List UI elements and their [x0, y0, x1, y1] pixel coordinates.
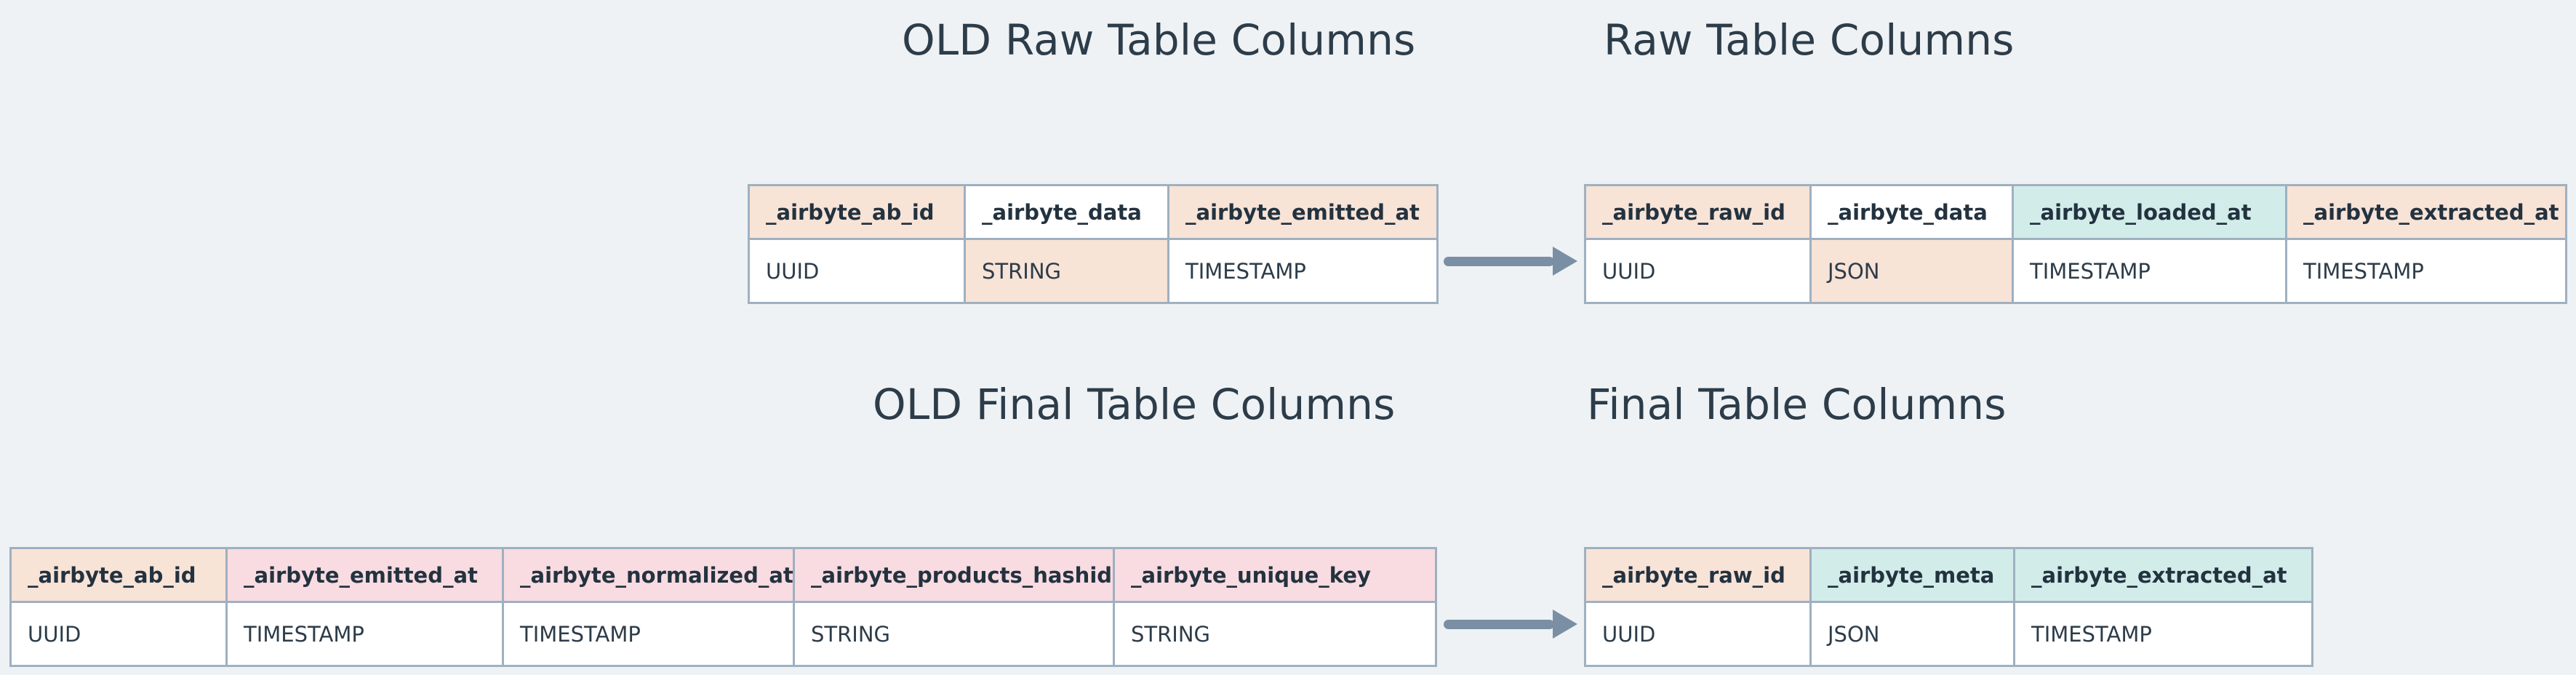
column-header: _airbyte_unique_key	[1113, 547, 1437, 603]
column-header: _airbyte_data	[1809, 184, 2014, 240]
column-header: _airbyte_data	[964, 184, 1169, 240]
column-header: _airbyte_ab_id	[9, 547, 228, 603]
arrow-head	[1553, 610, 1577, 639]
column-type-cell: STRING	[1113, 601, 1437, 667]
arrow-right-icon-final	[1444, 610, 1578, 639]
section-title-old-raw: OLD Raw Table Columns	[902, 15, 1416, 65]
column-type-cell: UUID	[1584, 238, 1812, 304]
column-type-cell: UUID	[1584, 601, 1812, 667]
table-header-row: _airbyte_ab_id_airbyte_data_airbyte_emit…	[748, 184, 1439, 240]
column-type-cell: STRING	[964, 238, 1169, 304]
column-type-cell: JSON	[1809, 238, 2014, 304]
table-new-final-columns: _airbyte_raw_id_airbyte_meta_airbyte_ext…	[1584, 547, 2313, 667]
column-type-cell: TIMESTAMP	[225, 601, 504, 667]
arrow-shaft	[1444, 620, 1554, 629]
arrow-head	[1553, 247, 1577, 276]
section-title-new-raw: Raw Table Columns	[1604, 15, 2015, 65]
column-type-cell: STRING	[793, 601, 1115, 667]
column-type-cell: TIMESTAMP	[2012, 238, 2287, 304]
column-header: _airbyte_normalized_at	[502, 547, 795, 603]
column-type-cell: JSON	[1809, 601, 2015, 667]
column-type-cell: UUID	[748, 238, 966, 304]
column-type-cell: TIMESTAMP	[1167, 238, 1439, 304]
column-type-cell: UUID	[9, 601, 228, 667]
arrow-shaft	[1444, 257, 1554, 266]
column-header: _airbyte_products_hashid	[793, 547, 1115, 603]
column-header: _airbyte_emitted_at	[225, 547, 504, 603]
section-title-old-final: OLD Final Table Columns	[873, 380, 1396, 429]
table-new-raw-columns: _airbyte_raw_id_airbyte_data_airbyte_loa…	[1584, 184, 2567, 304]
column-header: _airbyte_extracted_at	[2285, 184, 2567, 240]
column-header: _airbyte_raw_id	[1584, 184, 1812, 240]
table-old-raw-columns: _airbyte_ab_id_airbyte_data_airbyte_emit…	[748, 184, 1439, 304]
column-header: _airbyte_meta	[1809, 547, 2015, 603]
table-header-row: _airbyte_raw_id_airbyte_meta_airbyte_ext…	[1584, 547, 2313, 603]
table-header-row: _airbyte_ab_id_airbyte_emitted_at_airbyt…	[9, 547, 1437, 603]
column-header: _airbyte_emitted_at	[1167, 184, 1439, 240]
arrow-right-icon-raw	[1444, 247, 1578, 276]
table-old-final-columns: _airbyte_ab_id_airbyte_emitted_at_airbyt…	[9, 547, 1437, 667]
column-header: _airbyte_ab_id	[748, 184, 966, 240]
section-title-new-final: Final Table Columns	[1587, 380, 2007, 429]
column-header: _airbyte_loaded_at	[2012, 184, 2287, 240]
column-header: _airbyte_raw_id	[1584, 547, 1812, 603]
table-header-row: _airbyte_raw_id_airbyte_data_airbyte_loa…	[1584, 184, 2567, 240]
column-type-cell: TIMESTAMP	[2013, 601, 2313, 667]
column-header: _airbyte_extracted_at	[2013, 547, 2313, 603]
column-type-cell: TIMESTAMP	[502, 601, 795, 667]
column-type-cell: TIMESTAMP	[2285, 238, 2567, 304]
